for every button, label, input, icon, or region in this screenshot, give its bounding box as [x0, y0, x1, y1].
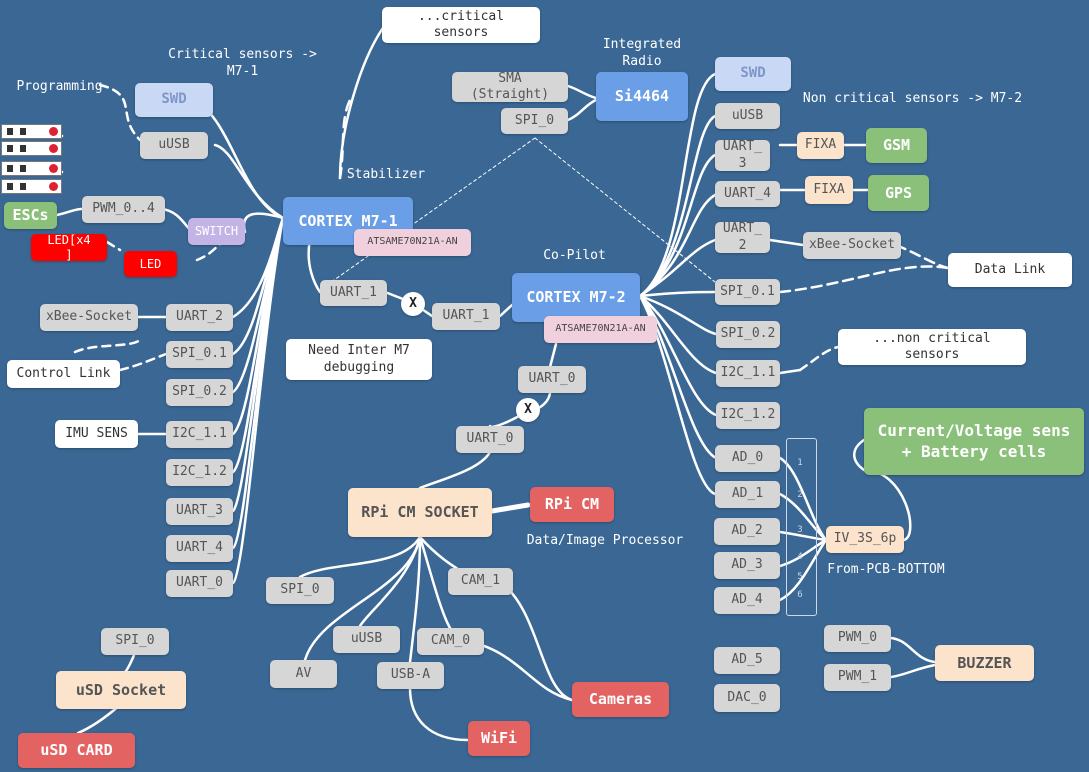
wifi-module[interactable]: WiFi: [468, 721, 530, 756]
m7-2-pwm-0-port[interactable]: PWM_0: [824, 625, 891, 652]
rpi-usb-a-port[interactable]: USB-A: [377, 662, 444, 689]
m7-2-uart-3-port[interactable]: UART_ 3: [715, 139, 770, 171]
non-critical-sensors-label: Non critical sensors -> M7-2: [802, 91, 1023, 106]
ad-channel-bracket: [786, 438, 817, 616]
m7-1-i2c-1-1-port[interactable]: I2C_1.1: [166, 421, 233, 448]
m7-2-uart-4-port[interactable]: UART_4: [715, 181, 780, 207]
data-image-processor-label: Data/Image Processor: [526, 533, 684, 548]
rpi-uart-0-port[interactable]: UART_0: [456, 426, 524, 453]
non-critical-sensors-note: ...non critical sensors: [838, 329, 1026, 365]
switch-node[interactable]: SWITCH: [188, 218, 245, 245]
buzzer-module[interactable]: BUZZER: [935, 645, 1034, 681]
bracket-tick: 4: [797, 552, 803, 562]
m7-1-spi-0-2-port[interactable]: SPI_0.2: [166, 379, 233, 406]
bracket-tick: 5: [797, 572, 803, 582]
bracket-tick: 2: [797, 490, 803, 500]
m7-1-uart-2-port[interactable]: UART_2: [166, 304, 233, 331]
sma-connector[interactable]: SMA (Straight): [452, 71, 568, 102]
esc-board-image: [1, 141, 62, 156]
gsm-module[interactable]: GSM: [866, 128, 927, 163]
m7-2-pwm-1-port[interactable]: PWM_1: [824, 664, 891, 691]
current-voltage-sensor-module[interactable]: Current/Voltage sens + Battery cells: [864, 408, 1084, 475]
m7-2-ad-5-port[interactable]: AD_5: [714, 647, 780, 674]
m7-1-uart-3-port[interactable]: UART_3: [166, 498, 233, 525]
cameras-module[interactable]: Cameras: [572, 682, 669, 717]
m7-2-swd-port[interactable]: SWD: [715, 57, 791, 91]
m7-1-xbee-socket[interactable]: xBee-Socket: [40, 304, 138, 331]
led-x4-indicator[interactable]: LED[x4 ]: [31, 233, 107, 262]
rpi-cm-socket[interactable]: RPi CM SOCKET: [348, 488, 492, 537]
iv-3s-6p-connector[interactable]: IV_3S_6p: [826, 526, 904, 553]
uart-crossing-marker: X: [516, 398, 540, 422]
m7-1-swd-port[interactable]: SWD: [135, 83, 213, 117]
m7-2-ad-2-port[interactable]: AD_2: [714, 518, 780, 545]
co-pilot-label: Co-Pilot: [543, 248, 606, 263]
imu-sens-node[interactable]: IMU SENS: [55, 420, 138, 448]
fixa-gsm-connector[interactable]: FIXA: [797, 132, 844, 159]
usd-socket[interactable]: uSD Socket: [56, 671, 186, 709]
integrated-radio-label: Integrated Radio: [602, 37, 682, 69]
m7-1-chip-part-number: ATSAME70N21A-AN: [354, 229, 471, 256]
usd-spi-0-port[interactable]: SPI_0: [101, 628, 169, 655]
uart-crossing-marker: X: [401, 292, 425, 316]
m7-2-uusb-port[interactable]: uUSB: [715, 103, 780, 129]
m7-2-ad-3-port[interactable]: AD_3: [714, 552, 780, 579]
si4464-radio[interactable]: Si4464: [596, 72, 688, 121]
m7-2-ad-0-port[interactable]: AD_0: [715, 445, 780, 472]
m7-1-uusb-port[interactable]: uUSB: [140, 132, 208, 159]
control-link-node[interactable]: Control Link: [7, 360, 120, 388]
m7-2-spi-0-1-port[interactable]: SPI_0.1: [715, 279, 780, 305]
m7-1-i2c-1-2-port[interactable]: I2C_1.2: [166, 459, 233, 486]
bracket-tick: 3: [797, 525, 803, 535]
stabilizer-label: Stabilizer: [346, 167, 426, 182]
programming-label: Programming: [16, 79, 103, 94]
m7-1-spi-0-1-port[interactable]: SPI_0.1: [166, 341, 233, 368]
gps-module[interactable]: GPS: [868, 175, 929, 211]
bracket-tick: 6: [797, 590, 803, 600]
m7-1-uart-4-port[interactable]: UART_4: [166, 535, 233, 562]
inter-m7-debug-note: Need Inter M7 debugging: [286, 339, 432, 380]
data-link-node[interactable]: Data Link: [948, 253, 1072, 287]
m7-2-uart-1-port[interactable]: UART_1: [432, 303, 500, 330]
rpi-cm-module[interactable]: RPi CM: [530, 487, 614, 522]
m7-1-uart-0-port[interactable]: UART_0: [166, 570, 233, 597]
esc-board-image: [1, 179, 62, 194]
bracket-tick: 1: [797, 458, 803, 468]
m7-2-uart-2-port[interactable]: UART_ 2: [715, 221, 770, 253]
from-pcb-bottom-label: From-PCB-BOTTOM: [827, 562, 945, 577]
m7-2-i2c-1-1-port[interactable]: I2C_1.1: [716, 360, 780, 387]
m7-1-uart-1-port[interactable]: UART_1: [320, 280, 387, 306]
rpi-av-port[interactable]: AV: [270, 660, 337, 688]
m7-2-chip-part-number: ATSAME70N21A-AN: [544, 316, 657, 343]
led-indicator[interactable]: LED: [124, 251, 177, 277]
m7-2-ad-4-port[interactable]: AD_4: [714, 587, 780, 614]
cortex-m7-2-processor[interactable]: CORTEX M7-2: [512, 273, 640, 322]
esc-board-image: [1, 124, 62, 139]
m7-2-i2c-1-2-port[interactable]: I2C_1.2: [716, 402, 780, 429]
m7-2-dac-0-port[interactable]: DAC_0: [714, 684, 780, 712]
m7-1-pwm-port[interactable]: PWM_0..4: [82, 196, 165, 223]
rpi-uusb-port[interactable]: uUSB: [333, 626, 400, 653]
radio-spi-0-port[interactable]: SPI_0: [501, 108, 568, 134]
esc-board-image: [1, 161, 62, 176]
critical-sensors-note: ...critical sensors: [382, 7, 540, 43]
rpi-spi-0-port[interactable]: SPI_0: [266, 577, 334, 604]
escs-module[interactable]: ESCs: [4, 202, 57, 229]
rpi-cam-1-port[interactable]: CAM_1: [448, 568, 513, 595]
m7-2-spi-0-2-port[interactable]: SPI_0.2: [716, 321, 780, 348]
rpi-cam-0-port[interactable]: CAM_0: [417, 628, 484, 655]
critical-sensors-label: Critical sensors -> M7-1: [168, 47, 317, 79]
m7-2-uart-0-port[interactable]: UART_0: [518, 366, 586, 393]
usd-card[interactable]: uSD CARD: [18, 733, 135, 768]
fixa-gps-connector[interactable]: FIXA: [805, 176, 853, 204]
m7-2-xbee-socket[interactable]: xBee-Socket: [803, 232, 901, 259]
m7-2-ad-1-port[interactable]: AD_1: [715, 481, 780, 508]
